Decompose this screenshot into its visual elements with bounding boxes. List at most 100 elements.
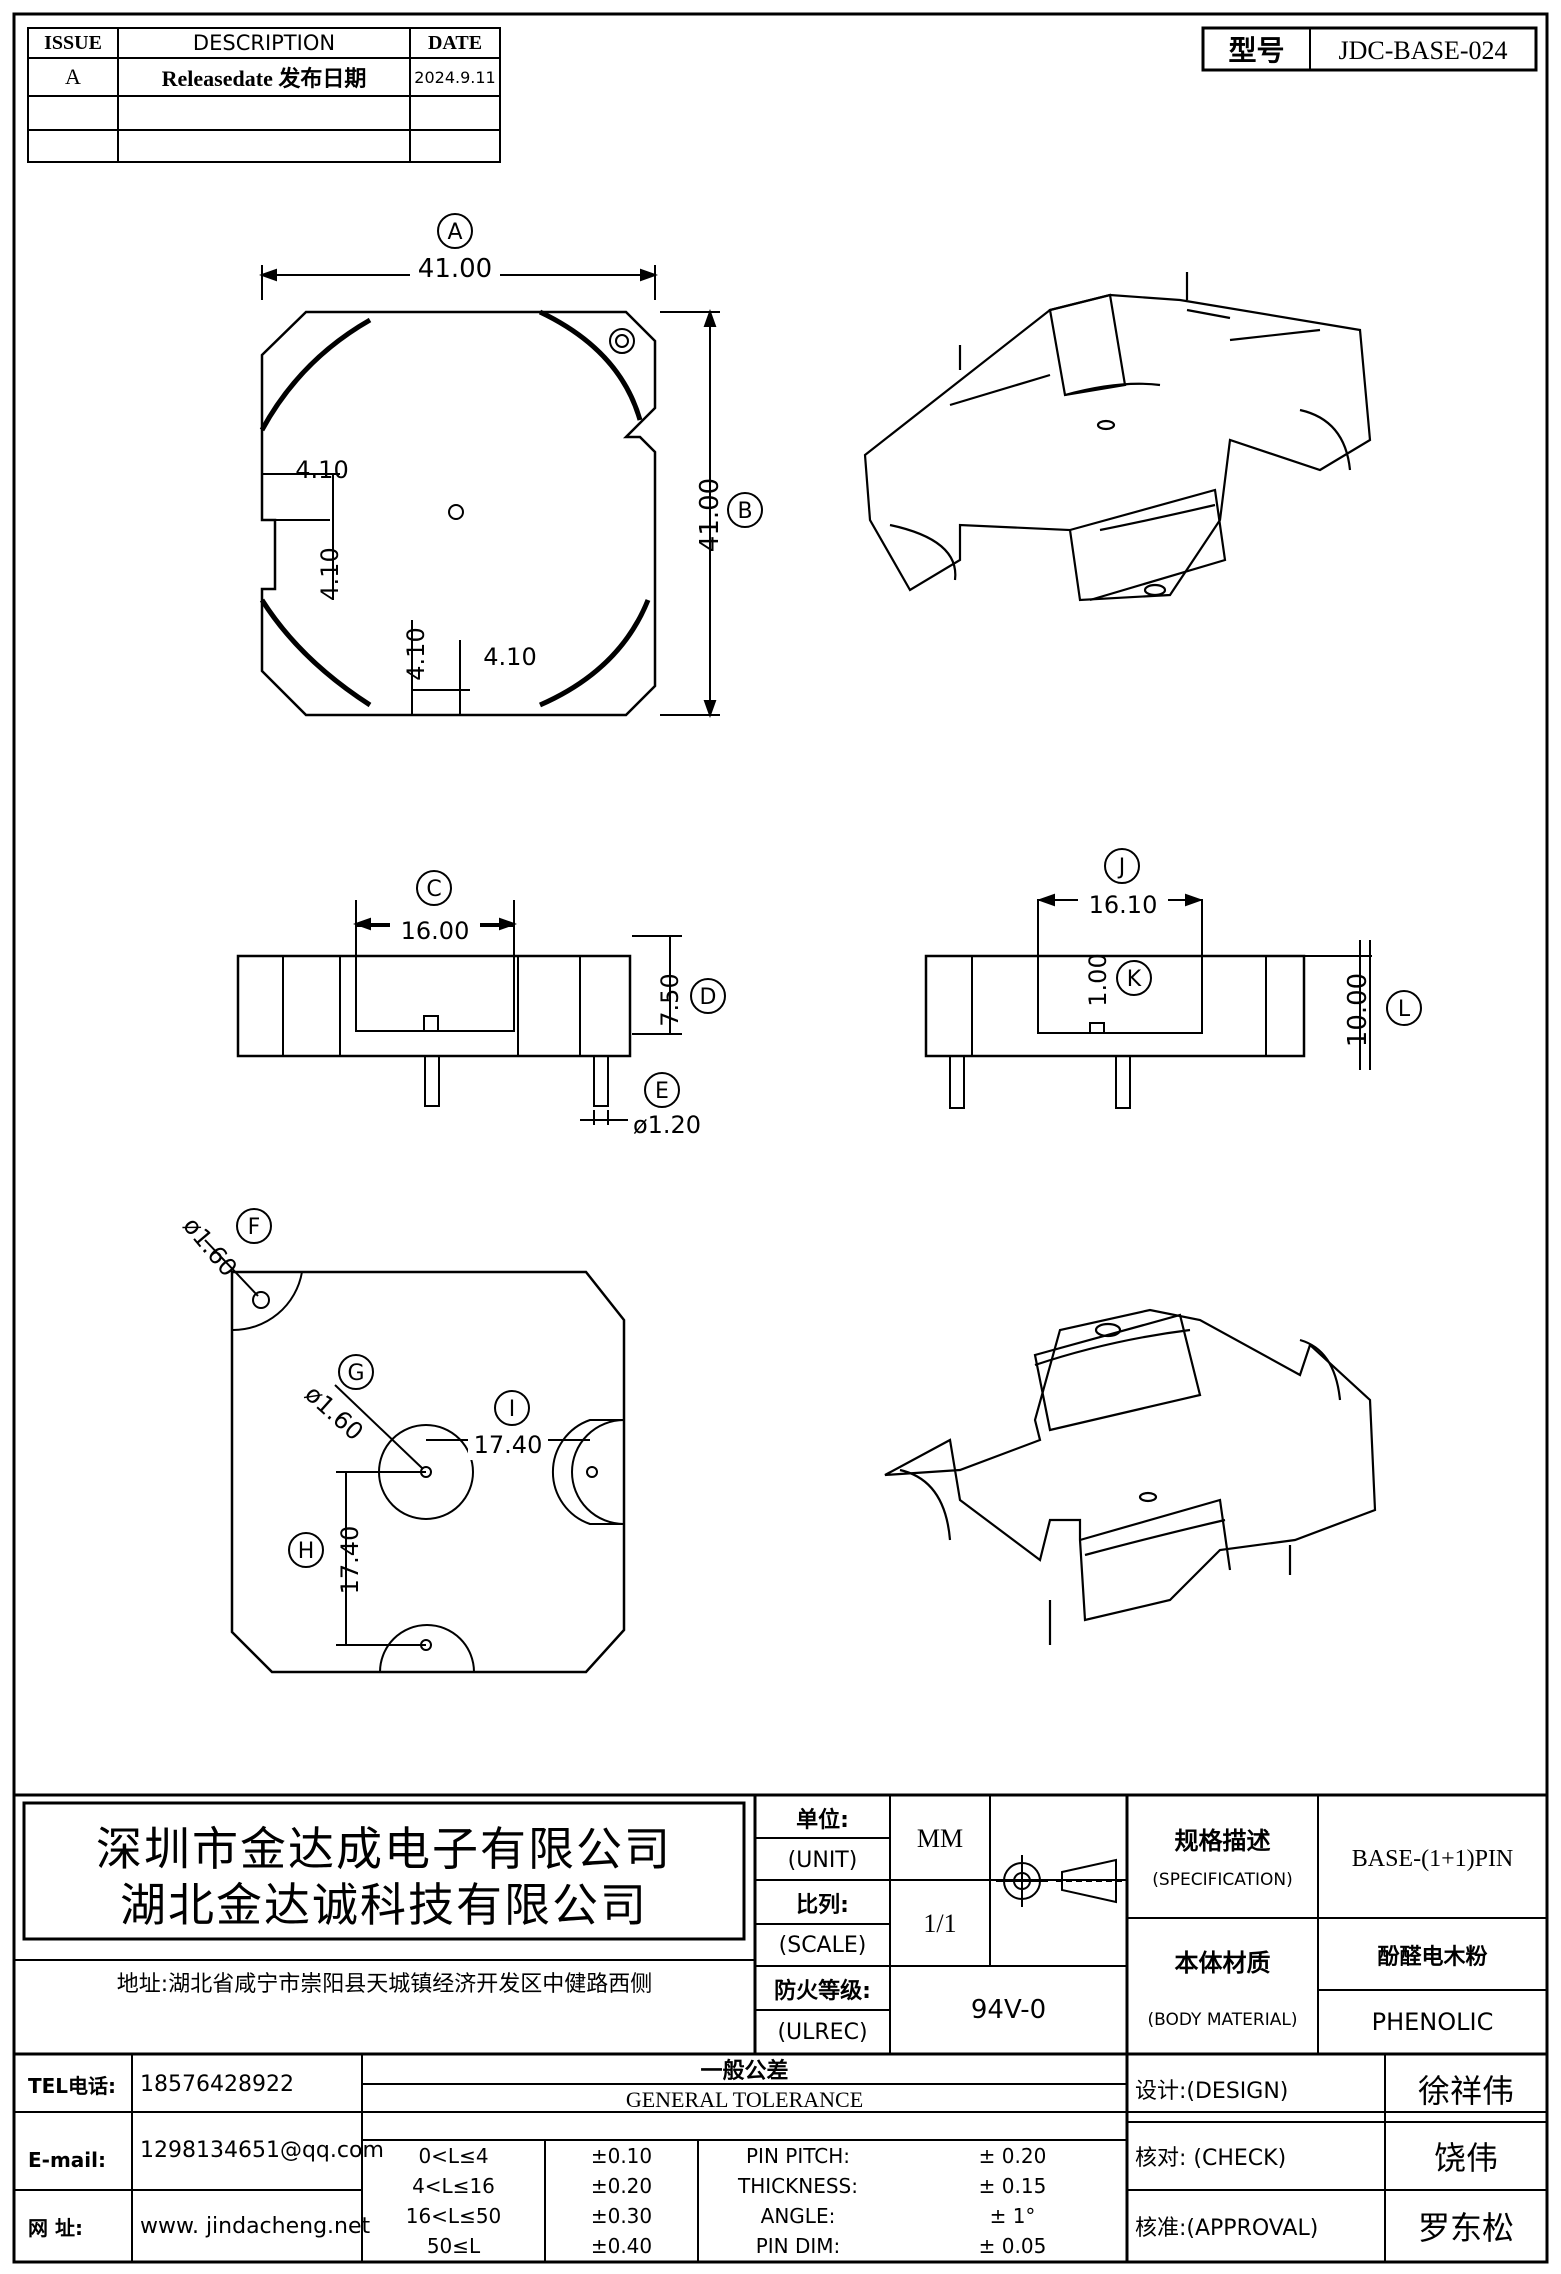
scale-label-cn: 比列: [796,1893,849,1918]
dim-letter-i: I [508,1396,516,1422]
iso-view-top [863,272,1372,602]
dim-value-i: 17.40 [468,1430,548,1460]
tol-range: 16<L≤50 [405,2204,502,2228]
front-view-cd [236,870,726,1125]
spec-label-cn: 规格描述 [1174,1826,1271,1855]
tol-value: ±0.40 [590,2234,653,2258]
label-c-circle [416,870,452,906]
label-e-circle [644,1072,680,1108]
dim-letter-k: K [1126,966,1142,992]
top-view [259,213,763,718]
label-a-circle [437,213,473,249]
approval-label: 核准:(APPROVAL) [1135,2216,1319,2241]
design-label: 设计:(DESIGN) [1135,2079,1289,2104]
ulrec-label-cn: 防火等级: [774,1979,871,2004]
tol-item: THICKNESS: [738,2174,858,2198]
email-label: E-mail: [28,2148,107,2172]
iso-view-bottom [884,1308,1377,1645]
tol-range: 50≤L [426,2234,481,2258]
model-label: 型号 [1228,34,1285,67]
projection-symbol [996,1855,1122,1907]
dim-value-d: 7.50 [656,973,684,1027]
dim-letter-h: H [297,1538,315,1564]
label-i-circle [494,1390,530,1426]
spec-label-en: (SPECIFICATION) [1152,1870,1293,1890]
company-name-1: 深圳市金达成电子有限公司 [96,1822,672,1876]
material-label-cn: 本体材质 [1174,1948,1271,1977]
title-grid [755,1795,1547,2054]
label-k-circle [1116,960,1152,996]
dim-value-e: ø1.20 [632,1111,702,1139]
check-label: 核对: (CHECK) [1135,2146,1287,2171]
tol-item: PIN DIM: [755,2234,841,2258]
sheet-border [12,12,1549,2264]
tol-value: ±0.30 [590,2204,653,2228]
ulrec-value: 94V-0 [970,1995,1047,2025]
dim-value-k: 1.00 [1084,953,1112,1007]
dim-letter-f: F [247,1214,261,1240]
rev-header-date: DATE [427,31,483,54]
tolerance-title-en: GENERAL TOLERANCE [625,2087,864,2112]
rev-row-date: 2024.9.11 [414,67,496,87]
dim-value-l: 10.00 [1343,972,1373,1048]
dim-value-410-b: 4.10 [316,547,344,601]
tel-value: 18576428922 [140,2071,294,2097]
tol-item-value: ± 0.15 [978,2174,1047,2198]
rev-header-issue: ISSUE [44,31,102,54]
tel-label: TEL电话: [28,2073,117,2098]
company-address: 地址:湖北省咸宁市崇阳县天城镇经济开发区中健路西侧 [116,1972,653,1997]
tol-value: ±0.20 [590,2174,653,2198]
label-d-circle [690,978,726,1014]
rev-row-issue: A [65,64,81,89]
dim-letter-a: A [447,219,463,245]
tolerance-title-cn: 一般公差 [700,2059,789,2084]
model-value: JDC-BASE-024 [1338,36,1508,65]
dim-value-410-c: 4.10 [402,627,430,681]
check-name: 饶伟 [1433,2139,1498,2177]
tol-range: 0<L≤4 [418,2144,489,2168]
scale-value: 1/1 [923,1909,957,1938]
design-name: 徐祥伟 [1417,2072,1514,2110]
label-g-circle [338,1354,374,1390]
company-name-2: 湖北金达诚科技有限公司 [120,1878,648,1932]
web-value[interactable]: www. jindacheng.net [140,2213,371,2239]
dim-letter-e: E [655,1078,669,1104]
tol-range: 4<L≤16 [412,2174,495,2198]
model-box [1201,26,1538,72]
approval-name: 罗东松 [1417,2209,1514,2247]
label-h-circle [288,1532,324,1568]
tol-item-value: ± 1° [989,2204,1036,2228]
tol-item-value: ± 0.05 [978,2234,1047,2258]
label-l-circle [1386,990,1422,1026]
bottom-grid [14,2054,1547,2262]
material-value-cn: 酚醛电木粉 [1377,1945,1488,1970]
dim-value-h: 17.40 [336,1525,364,1595]
dim-value-410-d: 4.10 [483,643,537,671]
material-value-en: PHENOLIC [1371,2008,1494,2036]
email-value[interactable]: 1298134651@qq.com [140,2137,384,2163]
dim-value-b: 41.00 [695,477,725,553]
dim-letter-c: C [426,876,442,902]
rev-header-description: DESCRIPTION [192,31,336,55]
dim-value-j: 16.10 [1078,890,1168,920]
dim-letter-d: D [699,984,717,1010]
spec-value: BASE-(1+1)PIN [1351,1845,1514,1872]
tol-value: ±0.10 [590,2144,653,2168]
tol-item: ANGLE: [760,2204,836,2228]
dim-value-c: 16.00 [390,916,480,946]
label-b-circle [727,492,763,528]
material-label-en: (BODY MATERIAL) [1147,2010,1298,2030]
company-box [22,1801,746,1941]
dim-value-410-a: 4.10 [295,456,349,484]
revision-table [27,27,501,163]
ulrec-label-en: (ULREC) [777,2019,868,2045]
scale-label-en: (SCALE) [778,1932,867,1958]
rev-row-description: Releasedate 发布日期 [161,66,367,91]
unit-label-en: (UNIT) [787,1847,858,1873]
dim-letter-b: B [737,498,753,524]
tol-item-value: ± 0.20 [978,2144,1047,2168]
dim-value-a: 41.00 [410,254,500,284]
web-label: 网 址: [28,2215,83,2240]
